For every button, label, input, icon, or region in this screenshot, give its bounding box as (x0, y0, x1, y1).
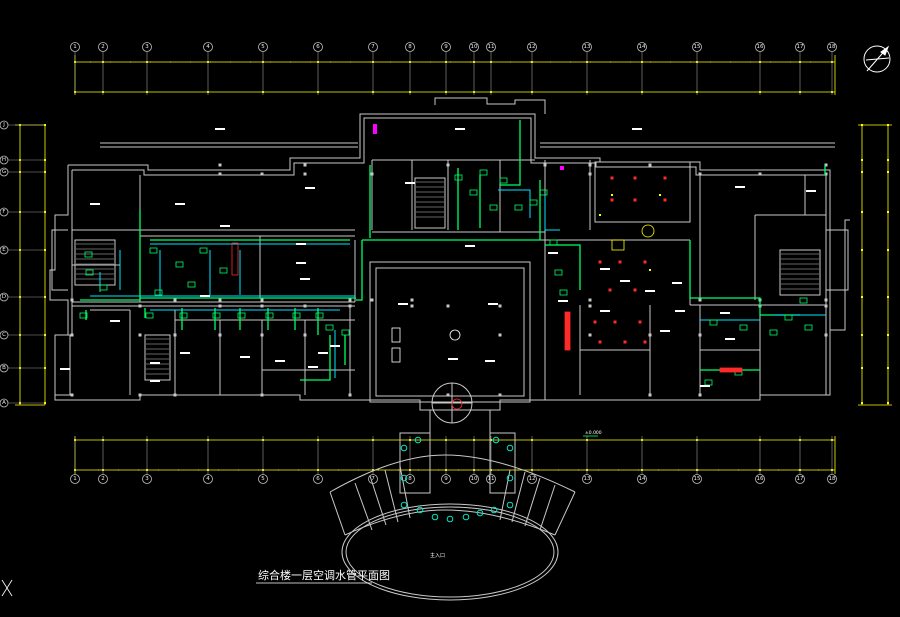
level-mark-text: ±0.000 (585, 430, 602, 436)
row-label-F: F (2, 209, 5, 215)
col-top-label-5: 5 (261, 44, 265, 50)
col-top-label-2: 2 (101, 44, 105, 50)
col-top-label-1: 1 (73, 44, 77, 50)
col-bottom-label-3: 3 (145, 476, 149, 482)
drawing-title: 综合楼一层空调水管平面图 (258, 568, 390, 582)
col-bottom-label-18: 18 (829, 476, 836, 482)
col-bottom-label-14: 14 (639, 476, 646, 482)
col-top-label-9: 9 (444, 44, 448, 50)
row-label-E: E (2, 247, 6, 253)
row-label-B: B (2, 365, 6, 371)
col-top-label-7: 7 (371, 44, 375, 50)
col-bottom-label-16: 16 (757, 476, 764, 482)
col-bottom-label-9: 9 (444, 476, 448, 482)
col-bottom-label-17: 17 (797, 476, 804, 482)
col-bottom-label-6: 6 (316, 476, 320, 482)
col-bottom-label-15: 15 (694, 476, 701, 482)
col-top-label-3: 3 (145, 44, 149, 50)
row-label-C: C (2, 332, 6, 338)
col-top-label-15: 15 (694, 44, 701, 50)
col-top-label-8: 8 (408, 44, 412, 50)
col-bottom-label-11: 11 (488, 476, 495, 482)
col-top-label-10: 10 (471, 44, 478, 50)
entrance-label: 主入口 (430, 552, 445, 559)
level-marker: ±0.000 (583, 430, 602, 436)
col-top-label-14: 14 (639, 44, 646, 50)
row-label-D: D (2, 294, 6, 300)
col-top-label-6: 6 (316, 44, 320, 50)
col-top-label-4: 4 (206, 44, 210, 50)
col-bottom-label-2: 2 (101, 476, 105, 482)
col-top-label-11: 11 (488, 44, 495, 50)
col-top-label-16: 16 (757, 44, 764, 50)
row-label-H: H (2, 157, 6, 163)
col-bottom-label-13: 13 (584, 476, 591, 482)
row-label-A: A (2, 400, 6, 406)
col-top-label-12: 12 (529, 44, 536, 50)
col-bottom-label-8: 8 (408, 476, 412, 482)
col-top-label-13: 13 (584, 44, 591, 50)
col-bottom-label-10: 10 (471, 476, 478, 482)
col-bottom-label-12: 12 (529, 476, 536, 482)
col-bottom-label-1: 1 (73, 476, 77, 482)
col-bottom-label-4: 4 (206, 476, 210, 482)
col-top-label-18: 18 (829, 44, 836, 50)
col-bottom-label-5: 5 (261, 476, 265, 482)
row-label-J: J (2, 122, 5, 128)
row-label-G: G (2, 169, 6, 175)
col-top-label-17: 17 (797, 44, 804, 50)
